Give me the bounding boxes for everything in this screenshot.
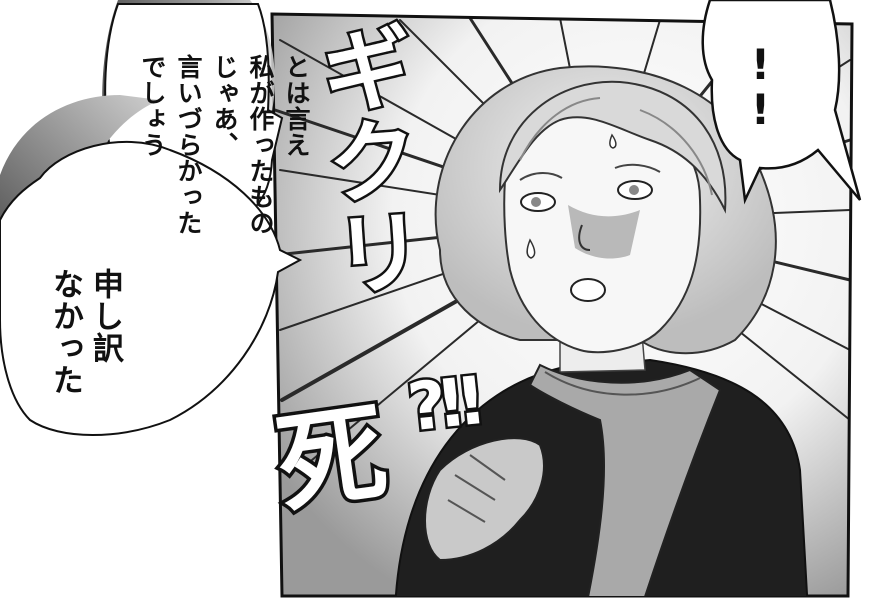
speech-bubble-bottom <box>0 95 303 436</box>
sound-effect-shi: 死 <box>266 386 398 533</box>
speech-bubble-right <box>701 0 862 205</box>
sound-effect-shock-marks: ?!! <box>402 360 483 449</box>
character-figure <box>393 65 810 596</box>
speech-text-right: !! <box>736 40 785 130</box>
sound-effect-giku: ギクリ <box>299 16 430 304</box>
speech-text-bottom: 申し訳 なかった <box>47 268 123 396</box>
speech-text-top: とは言え 私が作ったもの じゃあ、 言いづらかった でしょう <box>138 54 311 236</box>
